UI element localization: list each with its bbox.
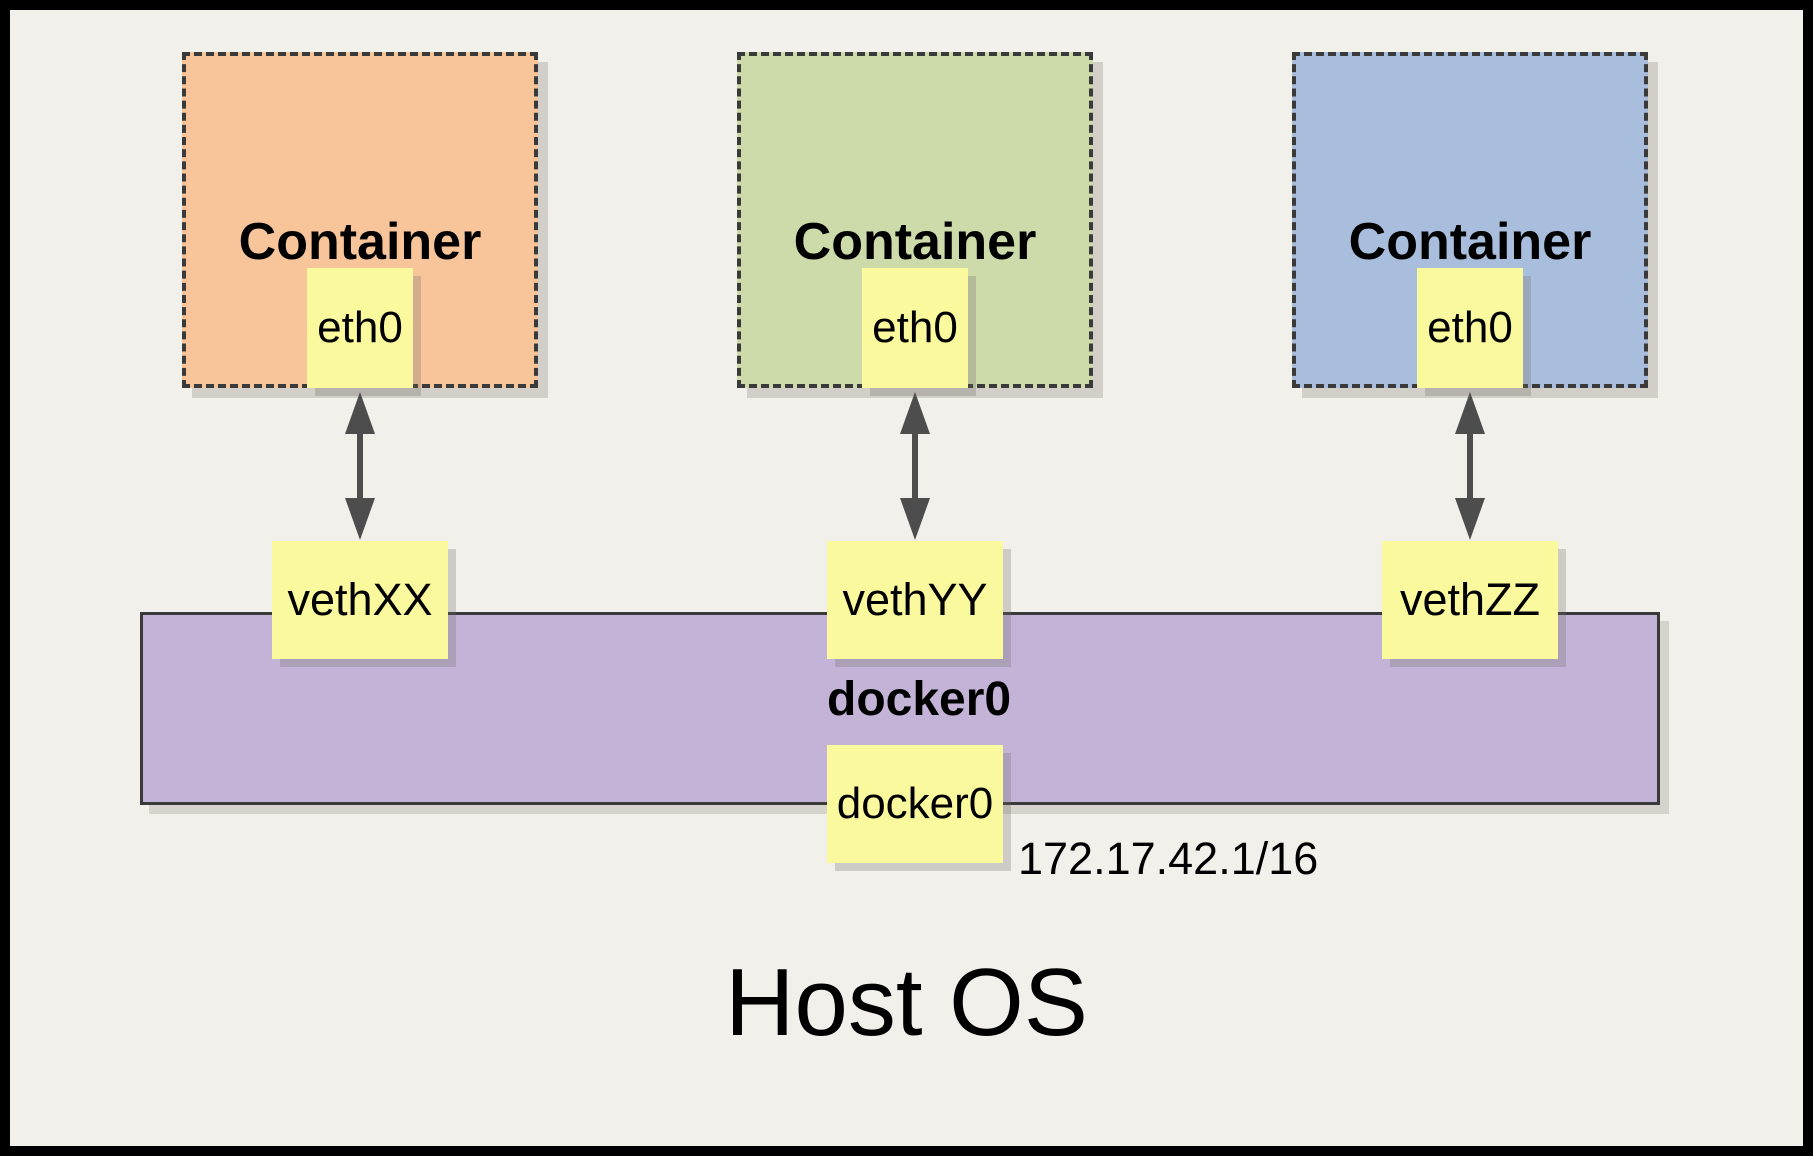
container-1-eth0-box: eth0: [307, 268, 413, 388]
docker0-interface-label: docker0: [836, 779, 994, 828]
container-3-eth0-box: eth0: [1417, 268, 1523, 388]
container-1-box: Container eth0: [182, 52, 538, 388]
container-2-box: Container eth0: [737, 52, 1093, 388]
container-3-eth0-label: eth0: [1427, 303, 1513, 352]
bridge-ip-label: 172.17.42.1/16: [1018, 833, 1319, 884]
container-3-box: Container eth0: [1292, 52, 1648, 388]
container-2-eth0-label: eth0: [872, 303, 958, 352]
veth-connection-arrow-2: [900, 392, 930, 540]
veth-connection-arrow-3: [1455, 392, 1485, 540]
container-1-eth0-label: eth0: [317, 303, 403, 352]
veth-connection-arrow-1: [345, 392, 375, 540]
vethxx-label: vethXX: [287, 574, 433, 625]
container-2-label: Container: [793, 213, 1037, 271]
vethyy-label: vethYY: [842, 574, 988, 625]
container-1-label: Container: [238, 213, 482, 271]
container-3-label: Container: [1348, 213, 1592, 271]
vethxx-box: vethXX: [272, 541, 448, 659]
docker0-bridge-label: docker0: [827, 673, 1012, 726]
docker0-interface-box: docker0: [827, 745, 1003, 863]
container-2-eth0-box: eth0: [862, 268, 968, 388]
vethyy-box: vethYY: [827, 541, 1003, 659]
vethzz-box: vethZZ: [1382, 541, 1558, 659]
host-os-label: Host OS: [725, 949, 1088, 1056]
vethzz-label: vethZZ: [1399, 574, 1541, 625]
